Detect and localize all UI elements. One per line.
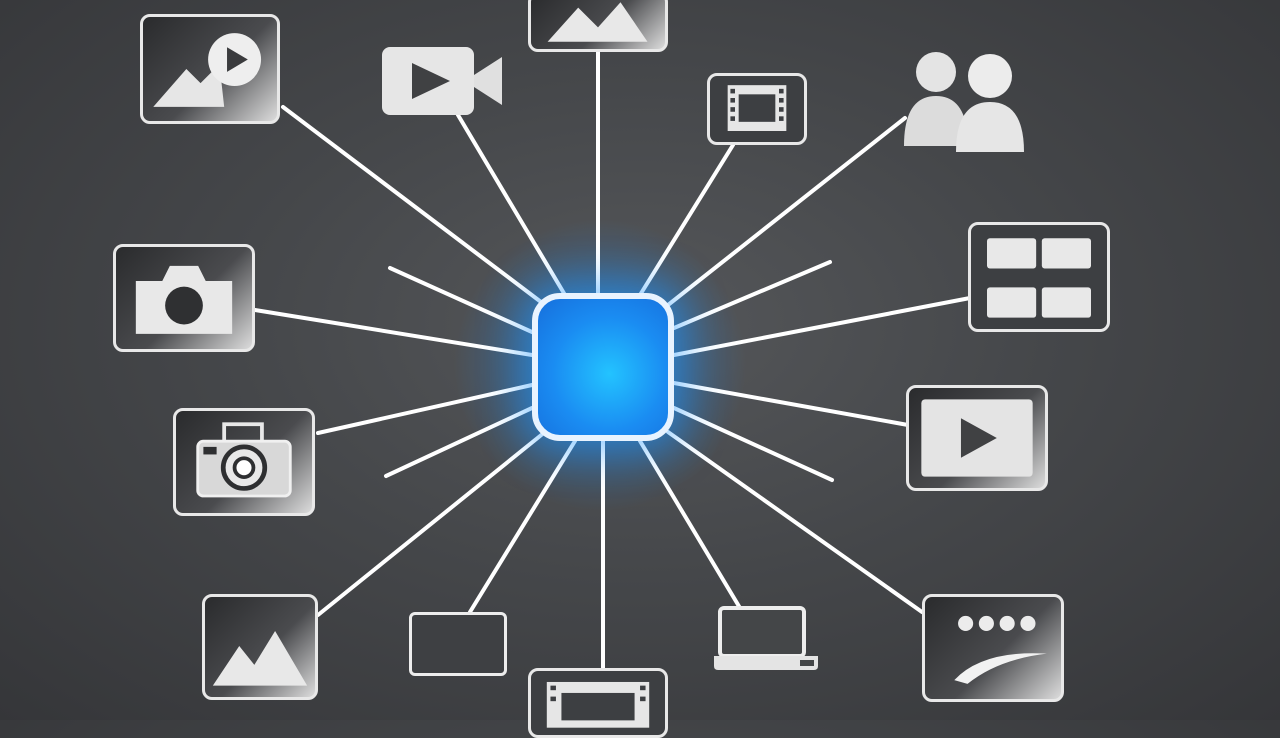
landscape-image-icon bbox=[212, 630, 308, 686]
connector-users bbox=[666, 116, 907, 307]
connector-compact-camera bbox=[316, 383, 534, 435]
slideshow-node bbox=[922, 594, 1064, 702]
slideshow-icon bbox=[954, 615, 1047, 684]
connector-landscape-bottom bbox=[316, 430, 547, 617]
film-strip-bottom-node bbox=[528, 668, 668, 738]
photo-video-icon bbox=[153, 33, 262, 107]
connector-blank-frame bbox=[468, 439, 577, 614]
film-strip-icon bbox=[546, 681, 650, 728]
play-node bbox=[906, 385, 1048, 491]
grid-layout-icon bbox=[987, 238, 1091, 318]
connector-short-right-bottom bbox=[672, 406, 834, 482]
laptop-icon bbox=[714, 606, 818, 670]
landscape-bottom-node bbox=[202, 594, 318, 700]
connector-lines bbox=[0, 0, 1280, 720]
connector-film-top bbox=[638, 143, 735, 297]
users-icon bbox=[904, 52, 1024, 152]
film-strip-top-node bbox=[707, 73, 807, 145]
laptop-node bbox=[712, 604, 822, 674]
grid-layout-node bbox=[968, 222, 1110, 332]
film-strip-icon bbox=[727, 85, 787, 131]
video-camera-node bbox=[380, 45, 505, 117]
compact-camera-icon bbox=[196, 422, 292, 498]
central-hub bbox=[532, 293, 674, 441]
connector-photo-video bbox=[281, 105, 547, 307]
camera-icon bbox=[135, 265, 233, 334]
landscape-top-node bbox=[528, 0, 668, 52]
play-button-icon bbox=[921, 399, 1033, 477]
video-camera-icon bbox=[382, 47, 502, 115]
connector-camera bbox=[253, 308, 534, 357]
landscape-image-icon bbox=[547, 2, 648, 42]
connector-slideshow bbox=[666, 430, 924, 614]
camera-node bbox=[113, 244, 255, 352]
connector-short-left-bottom bbox=[384, 406, 534, 478]
blank-frame-icon bbox=[412, 615, 504, 673]
connector-video-camera bbox=[456, 113, 567, 297]
connector-short-left-top bbox=[388, 266, 534, 334]
connector-play bbox=[672, 381, 910, 427]
photo-video-node bbox=[140, 14, 280, 124]
users-node bbox=[898, 48, 1030, 156]
connector-laptop bbox=[638, 439, 742, 610]
connector-short-right-top bbox=[672, 260, 832, 330]
connector-grid bbox=[672, 296, 972, 357]
compact-camera-node bbox=[173, 408, 315, 516]
blank-frame-node bbox=[409, 612, 507, 676]
